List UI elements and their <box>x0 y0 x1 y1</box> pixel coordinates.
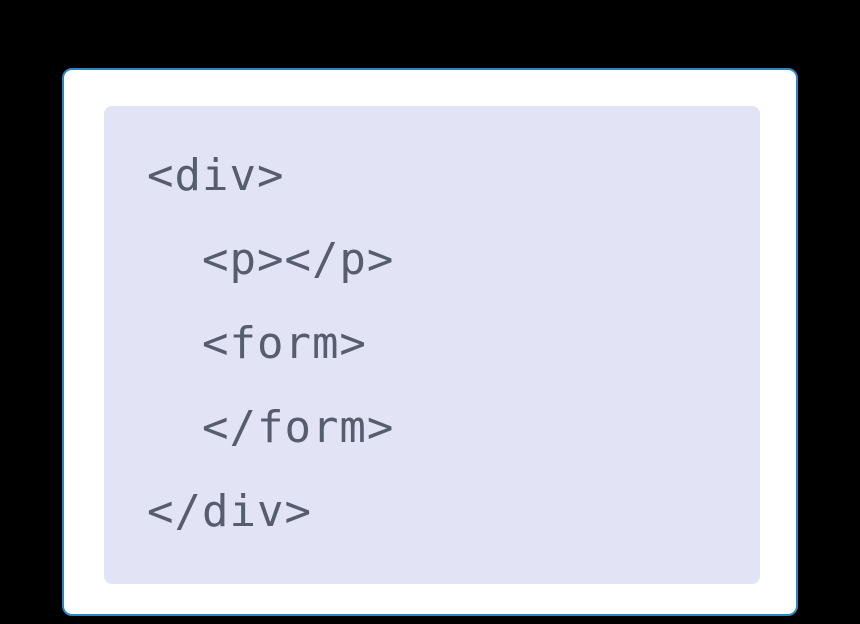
code-line-5: </div> <box>147 486 312 537</box>
code-line-4: </form> <box>147 402 395 453</box>
code-line-2: <p></p> <box>147 234 395 285</box>
code-card: <div> <p></p> <form> </form> </div> <box>62 68 798 616</box>
code-line-1: <div> <box>147 150 285 201</box>
code-panel: <div> <p></p> <form> </form> </div> <box>104 106 760 584</box>
code-line-3: <form> <box>147 318 367 369</box>
